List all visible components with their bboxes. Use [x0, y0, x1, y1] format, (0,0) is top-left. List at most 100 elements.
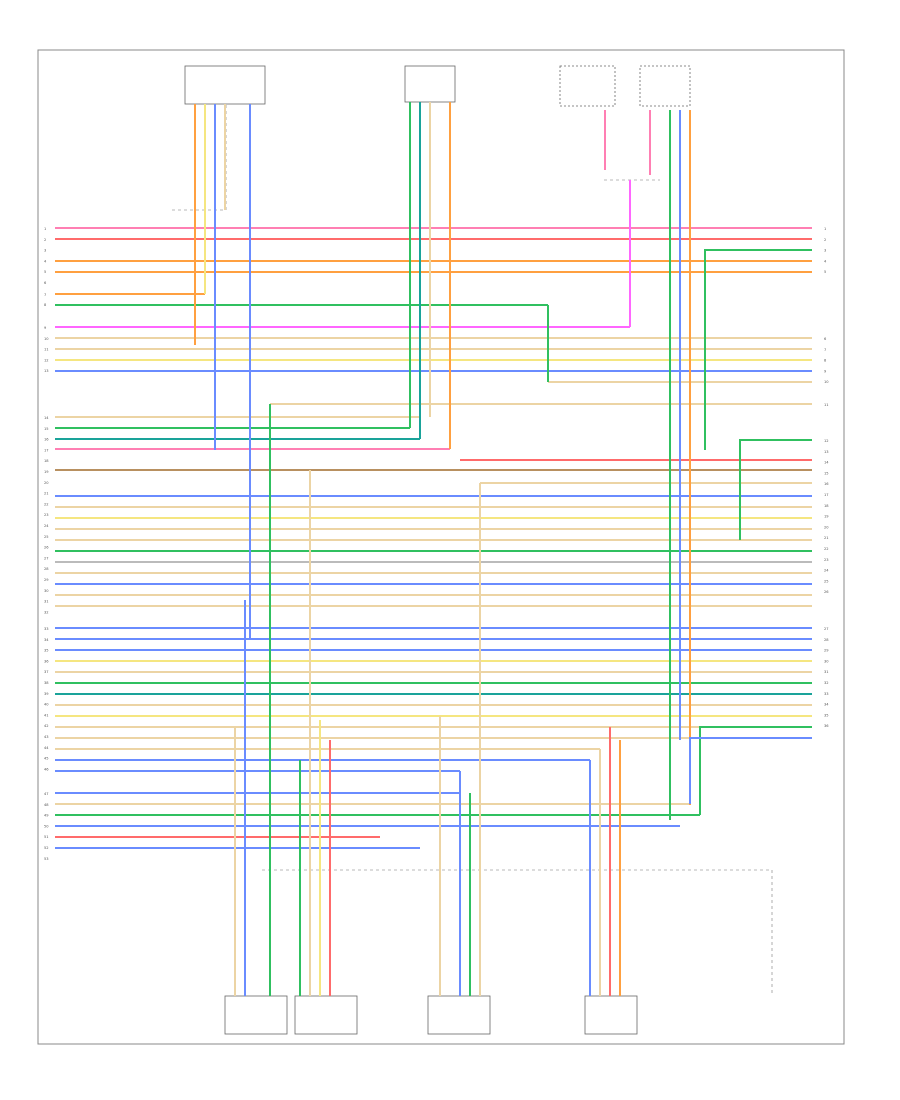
- pin-number: 1: [824, 227, 826, 231]
- pin-number: 3: [44, 249, 46, 253]
- pin-number: 31: [44, 600, 49, 604]
- bottom-sensor-4: [584, 995, 638, 1035]
- pin-number: 15: [44, 427, 49, 431]
- pin-number: 53: [44, 857, 49, 861]
- pin-number: 13: [44, 369, 49, 373]
- bottom-sensor-2: [294, 995, 358, 1035]
- pin-number: 22: [824, 547, 829, 551]
- pin-number: 26: [824, 590, 829, 594]
- pin-number: 10: [44, 337, 49, 341]
- elbow-wire: [689, 737, 812, 804]
- pin-number: 35: [44, 649, 49, 653]
- pin-number: 35: [824, 713, 829, 717]
- pin-number: 2: [44, 238, 46, 242]
- pin-number: 17: [824, 493, 829, 497]
- pin-number: 23: [824, 558, 829, 562]
- pin-number: 34: [44, 638, 49, 642]
- pin-number: 6: [824, 337, 827, 341]
- pin-number: 20: [824, 525, 829, 529]
- pin-number: 36: [44, 659, 49, 663]
- pin-number: 40: [44, 703, 49, 707]
- pin-number: 14: [44, 416, 49, 420]
- pin-number: 42: [44, 724, 49, 728]
- top-components: [184, 65, 691, 107]
- pin-number: 20: [44, 481, 49, 485]
- pin-number: 25: [44, 535, 49, 539]
- pin-number: 37: [44, 670, 49, 674]
- pin-number: 27: [824, 627, 829, 631]
- elbow-wire: [739, 439, 812, 540]
- pin-number: 19: [44, 470, 49, 474]
- pin-number: 8: [824, 359, 827, 363]
- elbow-wire: [699, 726, 812, 815]
- bottom-sensor-3: [427, 995, 491, 1035]
- pin-number: 11: [44, 348, 49, 352]
- pin-number: 21: [824, 536, 829, 540]
- pin-number: 16: [44, 438, 49, 442]
- pin-number: 17: [44, 448, 49, 452]
- pin-number: 31: [824, 670, 829, 674]
- pin-number: 41: [44, 713, 49, 717]
- pin-number: 51: [44, 835, 49, 839]
- pin-number: 45: [44, 757, 49, 761]
- pin-number: 1: [44, 227, 46, 231]
- pin-number: 9: [824, 369, 827, 373]
- pin-number: 23: [44, 513, 49, 517]
- pin-number: 29: [824, 649, 829, 653]
- top-far-right-switch: [639, 65, 691, 107]
- pin-number: 19: [824, 515, 829, 519]
- bottom-sensor-1: [224, 995, 288, 1035]
- pin-number: 10: [824, 380, 829, 384]
- pin-number: 24: [824, 569, 829, 573]
- pin-number: 48: [44, 803, 49, 807]
- pin-number: 32: [824, 681, 829, 685]
- pin-number: 30: [824, 659, 829, 663]
- pin-number: 52: [44, 846, 49, 850]
- shield-lines: [172, 104, 773, 995]
- pin-number: 7: [44, 293, 46, 297]
- pin-number: 12: [44, 358, 49, 362]
- pin-number: 34: [824, 703, 829, 707]
- pin-number: 15: [824, 471, 829, 475]
- pin-number: 5: [44, 270, 46, 274]
- pin-number: 32: [44, 610, 49, 614]
- pin-number: 33: [824, 692, 829, 696]
- top-right-switch: [559, 65, 616, 107]
- pin-number: 4: [44, 259, 47, 263]
- wire-group: [55, 102, 812, 996]
- pin-number: 25: [824, 579, 829, 583]
- pin-number: 24: [44, 524, 49, 528]
- pin-number: 49: [44, 814, 49, 818]
- pin-number: 11: [824, 403, 829, 407]
- pin-number: 3: [824, 249, 826, 253]
- pin-number: 16: [824, 482, 829, 486]
- pin-number: 2: [824, 238, 826, 242]
- pin-number: 50: [44, 824, 49, 828]
- pin-number: 18: [44, 459, 49, 463]
- top-left-sensor: [184, 65, 266, 105]
- pin-number: 12: [824, 439, 829, 443]
- pin-number: 36: [824, 724, 829, 728]
- pin-number: 18: [824, 504, 829, 508]
- pin-number: 26: [44, 546, 49, 550]
- pin-number: 7: [824, 348, 826, 352]
- pin-number: 39: [44, 692, 49, 696]
- pin-number: 14: [824, 461, 829, 465]
- pin-number: 29: [44, 578, 49, 582]
- pin-number: 43: [44, 735, 49, 739]
- pin-number: 44: [44, 746, 49, 750]
- pin-number: 30: [44, 589, 49, 593]
- pin-number: 21: [44, 492, 49, 496]
- pin-number: 33: [44, 627, 49, 631]
- pin-number: 8: [44, 303, 47, 307]
- elbow-wire: [704, 249, 812, 450]
- pin-number: 28: [44, 567, 49, 571]
- pin-number: 22: [44, 502, 49, 506]
- pin-number: 38: [44, 681, 49, 685]
- pin-number: 9: [44, 326, 47, 330]
- pin-number: 46: [44, 767, 49, 771]
- pin-number: 6: [44, 281, 47, 285]
- pin-number: 47: [44, 792, 49, 796]
- pin-number: 28: [824, 638, 829, 642]
